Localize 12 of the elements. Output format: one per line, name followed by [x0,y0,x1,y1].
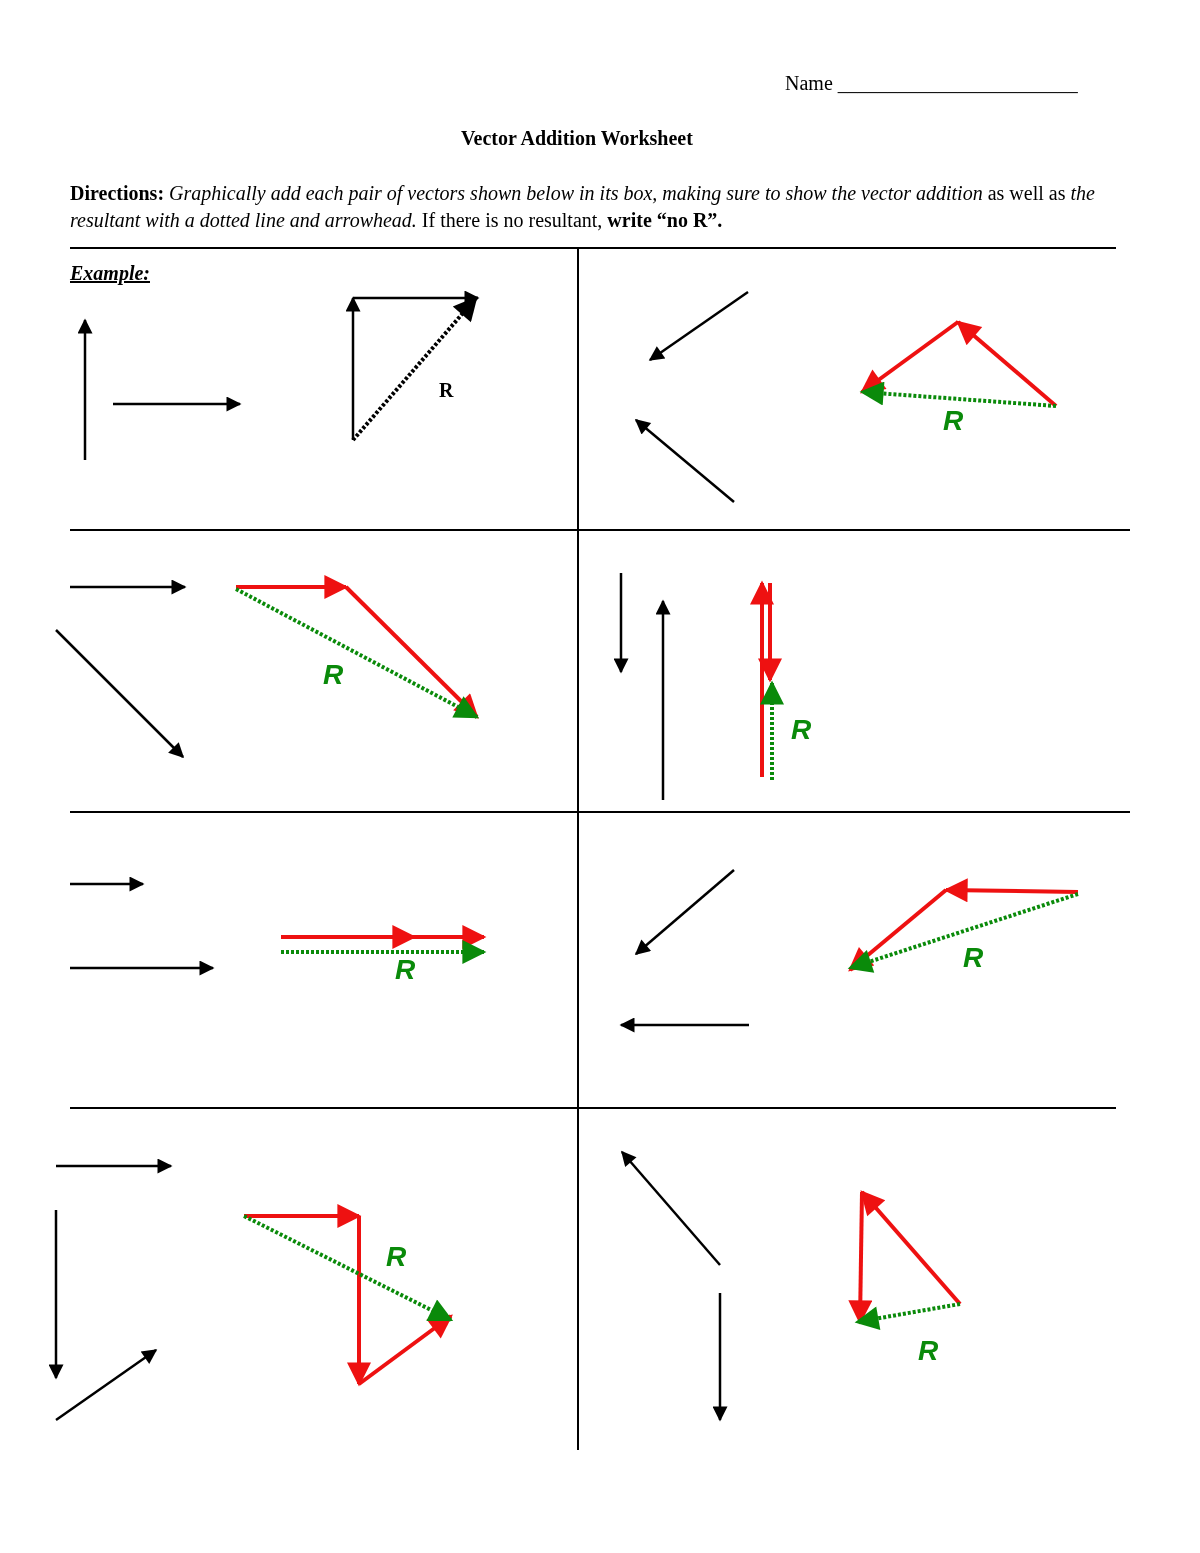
resultant-label: R [918,1335,939,1367]
resultant-label: R [386,1241,407,1273]
resultant-label: R [395,954,416,986]
resultant-label: R [943,405,964,437]
resultant-label: R [963,942,984,974]
resultant-label: R [323,659,344,691]
resultant-label: R [439,379,454,402]
directions-text: Directions: Graphically add each pair of vectors shown below in its box, making sure to show the vector addition as well as the resultant with a dotted line and arrowhead. If there is no resultant, write “no R”. [70,181,1096,233]
resultant-label: R [791,714,812,746]
example-heading: Example: [70,262,151,285]
worksheet-title: Vector Addition Worksheet [461,127,693,150]
name-line-label: Name ________________________ [785,72,1078,95]
